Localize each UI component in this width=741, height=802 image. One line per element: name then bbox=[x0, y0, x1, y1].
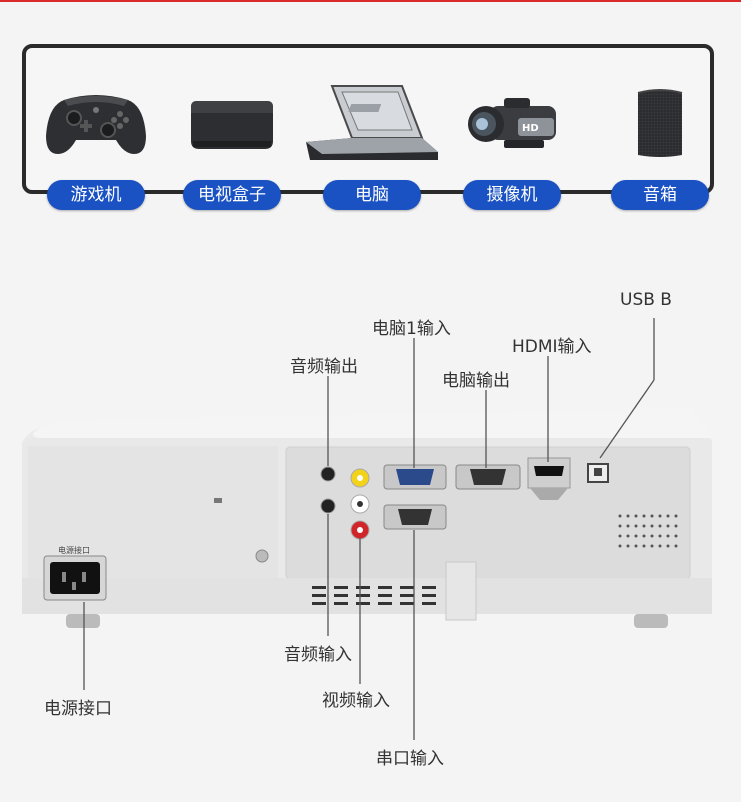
source-devices-panel: 游戏机 电视盒子 电脑 H bbox=[22, 44, 714, 210]
label-audio-input: 音频输入 bbox=[284, 645, 352, 665]
device-label: 电脑 bbox=[323, 180, 421, 210]
device-game-console: 游戏机 bbox=[26, 48, 166, 210]
game-controller-icon bbox=[46, 95, 146, 154]
device-camcorder: HD 摄像机 bbox=[442, 48, 582, 210]
device-label: 摄像机 bbox=[463, 180, 561, 210]
laptop-icon bbox=[306, 85, 438, 160]
label-hdmi-input: HDMI输入 bbox=[512, 337, 592, 357]
device-tv-box: 电视盒子 bbox=[162, 48, 302, 210]
label-usb-b: USB B bbox=[620, 290, 672, 310]
label-pc1-input: 电脑1输入 bbox=[372, 319, 451, 339]
label-serial-input: 串口输入 bbox=[376, 749, 444, 769]
label-audio-output: 音频输出 bbox=[290, 357, 358, 377]
label-power-port: 电源接口 bbox=[44, 699, 112, 719]
camcorder-icon: HD bbox=[468, 98, 556, 148]
device-speaker: 音箱 bbox=[590, 48, 730, 210]
top-accent-line bbox=[0, 0, 741, 2]
power-tag: 电源接口 bbox=[58, 545, 90, 555]
label-pc-output: 电脑输出 bbox=[442, 371, 510, 391]
speaker-icon bbox=[637, 89, 683, 157]
tv-box-icon bbox=[191, 101, 273, 149]
device-laptop: 电脑 bbox=[302, 48, 442, 210]
device-label: 音箱 bbox=[611, 180, 709, 210]
svg-text:HD: HD bbox=[522, 123, 539, 134]
device-label: 游戏机 bbox=[47, 180, 145, 210]
device-label: 电视盒子 bbox=[183, 180, 281, 210]
label-video-input: 视频输入 bbox=[322, 691, 390, 711]
